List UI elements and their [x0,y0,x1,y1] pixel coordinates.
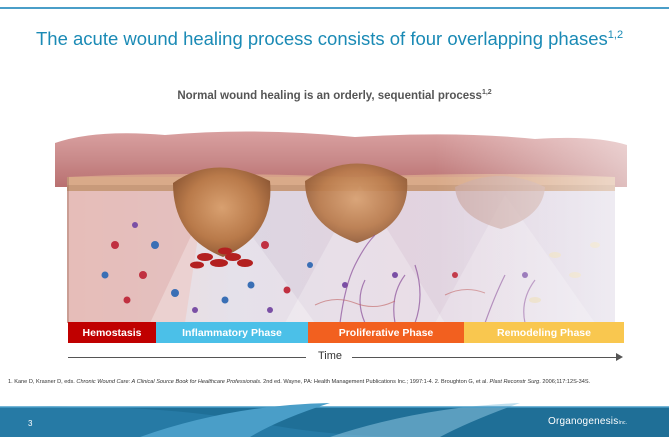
phase-proliferative-label: Proliferative Phase [339,327,434,339]
slide-subtitle-superscript: 1,2 [482,89,492,96]
logo-suffix: Inc. [618,420,627,426]
organogenesis-logo: OrganogenesisInc. [548,416,627,427]
slide-title-superscript: 1,2 [608,29,623,41]
phase-inflammatory: Inflammatory Phase [156,322,308,343]
logo-text: Organogenesis [548,416,618,427]
references: 1. Kane D, Krasner D, eds. Chronic Wound… [8,378,663,386]
time-axis: Time [68,349,624,365]
slide-title: The acute wound healing process consists… [36,28,636,49]
top-rule [0,7,669,9]
ref1-suffix: . 2nd ed. Wayne, PA: Health Management P… [260,379,489,385]
phase-bar: Hemostasis Inflammatory Phase Proliferat… [68,322,624,343]
phase-proliferative: Proliferative Phase [308,322,464,343]
phase-hemostasis: Hemostasis [68,322,156,343]
time-line-left [68,357,306,358]
slide-title-text: The acute wound healing process consists… [36,28,608,49]
ref1-title: Chronic Wound Care: A Clinical Source Bo… [76,379,260,385]
phase-remodeling-label: Remodeling Phase [497,327,591,339]
slide-subtitle-text: Normal wound healing is an orderly, sequ… [177,90,482,102]
page-number: 3 [28,419,32,428]
slide-subtitle: Normal wound healing is an orderly, sequ… [0,90,669,102]
ref1-prefix: 1. Kane D, Krasner D, eds. [8,379,76,385]
ref2-journal: Plast Reconstr Surg [490,379,540,385]
arrow-right-icon [616,353,623,361]
phase-inflammatory-label: Inflammatory Phase [182,327,282,339]
phase-hemostasis-label: Hemostasis [83,327,142,339]
phase-remodeling: Remodeling Phase [464,322,624,343]
time-line-right [352,357,620,358]
ref2-suffix: . 2006;117:12S-34S. [539,379,590,385]
wound-healing-illustration [55,125,627,323]
time-label: Time [310,350,350,362]
